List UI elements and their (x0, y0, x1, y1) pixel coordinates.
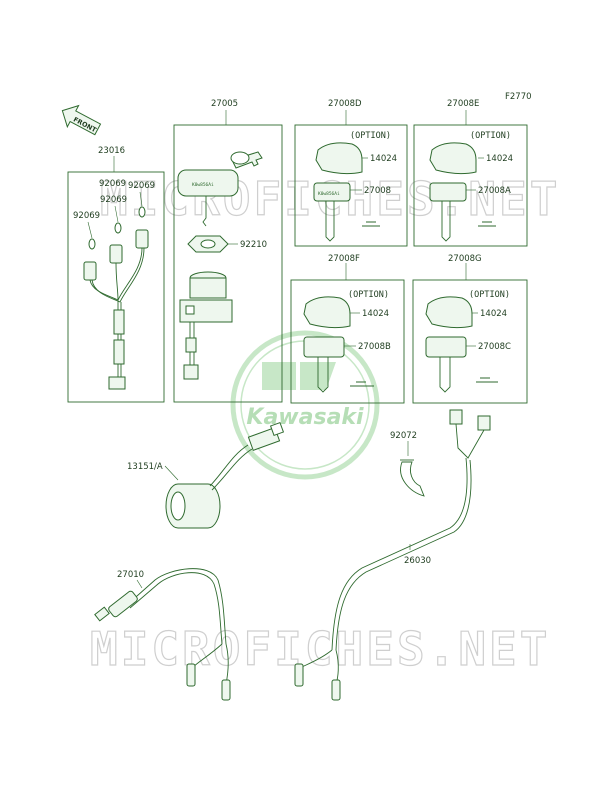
group-27005: 27005 K0w856Ai 92210 (173, 99, 283, 403)
label-26030: 26030 (404, 556, 431, 566)
label-14024-g: 14024 (480, 309, 507, 319)
group-27008e: 27008E (OPTION) 14024 27008A (413, 99, 528, 247)
label-14024-f: 14024 (362, 309, 389, 319)
label-27008f: 27008F (328, 254, 360, 264)
label-92069-d: 92069 (73, 211, 100, 221)
label-27008c: 27008C (478, 342, 511, 352)
kawasaki-logo-text: Kawasaki (246, 405, 364, 430)
key-cover-icon (429, 142, 477, 175)
label-27008a: 27008A (478, 186, 511, 196)
group-27008g: 27008G (OPTION) 14024 27008C (412, 254, 528, 404)
key-cover-icon (315, 142, 363, 175)
label-27008e: 27008E (447, 99, 479, 109)
blank-key-icon (425, 336, 467, 358)
figure-code: F2770 (505, 92, 532, 102)
blank-key-icon (303, 336, 345, 358)
label-92069-c: 92069 (100, 195, 127, 205)
label-27010: 27010 (117, 570, 144, 580)
label-92072: 92072 (390, 431, 417, 441)
option-label-f: (OPTION) (348, 290, 389, 300)
option-label-d: (OPTION) (350, 131, 391, 141)
label-14024-d: 14024 (370, 154, 397, 164)
label-13151a: 13151/A (127, 462, 163, 472)
option-label-g: (OPTION) (469, 290, 510, 300)
indicator-harness (83, 229, 149, 390)
label-92069-b: 92069 (128, 181, 155, 191)
label-92210: 92210 (240, 240, 267, 250)
option-label-e: (OPTION) (470, 131, 511, 141)
key-cover-icon (425, 296, 473, 329)
label-27008-d: 27008 (364, 186, 391, 196)
harness-26030: 26030 (294, 409, 491, 701)
key-cover-icon (303, 296, 351, 329)
group-23016: 23016 92069 92069 92069 92069 (67, 146, 165, 403)
label-23016: 23016 (98, 146, 125, 156)
watermark-bottom: MICROFICHES.NET (90, 622, 550, 676)
group-27008f: 27008F (OPTION) 14024 27008B (290, 254, 405, 404)
power-socket-13151a: 13151/A (127, 421, 285, 529)
label-27008b: 27008B (358, 342, 391, 352)
blank-key-icon (429, 182, 467, 202)
ignition-key-icon: K0w856Ai (177, 151, 263, 227)
front-arrow-icon: FRONT (61, 104, 102, 136)
cable-27010: 27010 (94, 568, 231, 701)
label-14024-e: 14024 (486, 154, 513, 164)
blank-key-icon (313, 182, 351, 202)
label-27005: 27005 (211, 99, 238, 109)
clamp-92072: 92072 (390, 431, 425, 497)
group-27008d: 27008D (OPTION) 14024 K0w856Ai 27008 (294, 99, 408, 247)
label-92069-a: 92069 (99, 179, 126, 189)
label-27008g: 27008G (448, 254, 482, 264)
key-stamp-d: K0w856Ai (318, 191, 340, 197)
ignition-switch-body (179, 271, 233, 380)
label-27008d: 27008D (328, 99, 362, 109)
bulb-icon (87, 191, 146, 250)
key-stamp: K0w856Ai (192, 182, 214, 188)
